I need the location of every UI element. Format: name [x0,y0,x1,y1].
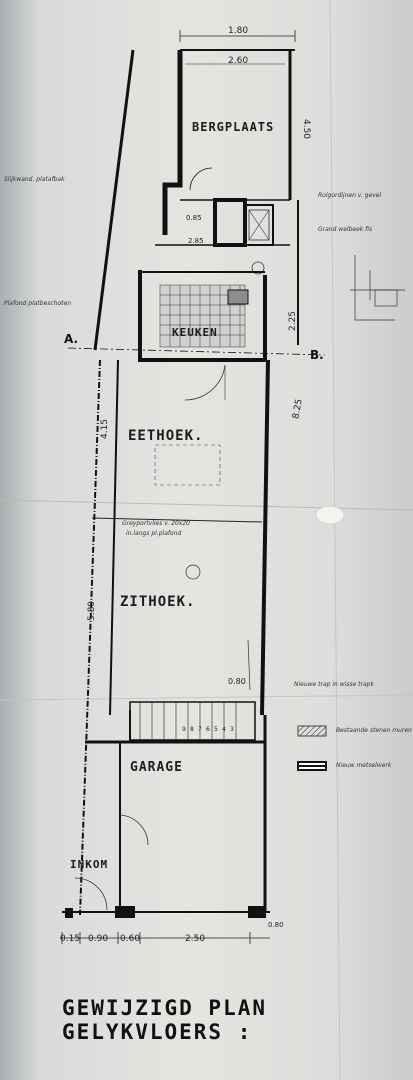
dimension-stair-width: 0.80 [228,677,246,686]
stair-step-number: 7 [198,726,202,733]
stair-step-number: 3 [230,726,234,733]
section-marker-b: B. [310,348,324,362]
room-label-eethoek: EETHOEK. [128,428,204,444]
note-right-1: Rolgordijnen v. gevel [318,192,382,199]
stair-step-number: 6 [206,726,210,733]
dimension-small-a: 0.85 [186,214,202,222]
note-stair-1: Nieuwe trap in wisse trapk [294,681,374,688]
room-label-zithoek: ZITHOEK. [120,594,196,610]
dimension-top-width: 1.80 [228,26,249,36]
note-zit-2: in.langs pl.plafond [126,530,182,537]
section-marker-a: A. [64,332,79,346]
stair-step-number: 8 [190,726,194,733]
note-left-1: Slijkwand. platafbak [4,176,65,183]
stair-step-number: 4 [222,726,226,733]
dimension-bottom-c: 0.60 [120,934,141,944]
plan-title-line-1: GEWIJZIGD PLAN [62,996,268,1020]
note-zit-1: Greyportvlies v. 20x20 [122,520,190,527]
plan-title-line-2: GELYKVLOERS : [62,1020,253,1044]
dimension-bottom-a: 0.15 [60,934,81,944]
stair-step-number: 9 [182,726,186,733]
dimension-berg-width: 2.60 [228,56,249,66]
dimension-side-depth: 4.15 [100,418,111,440]
room-label-bergplaats: BERGPLAATS [192,120,275,134]
dimension-small-b: 2.85 [188,237,204,245]
dimension-bottom-d: 2.50 [185,934,206,944]
room-label-inkom: INKOM [70,858,109,871]
room-label-keuken: KEUKEN [172,326,218,339]
dimension-zit-depth: 5.80 [87,600,98,622]
dimension-keuken-depth: 2.25 [288,310,299,332]
dimension-berg-depth: 4.50 [301,118,312,140]
legend-new-masonry: Nieuw metselwerk [336,762,392,769]
room-label-garage: GARAGE [130,760,183,775]
note-right-2: Grand welbeek fis [318,226,373,233]
dimension-bottom-b: 0.90 [88,934,109,944]
note-left-2: Plafond platbeschoten [4,300,72,307]
legend-existing-walls: Bestaande stenen muren [336,727,412,734]
dimension-bottom-e: 0.80 [268,921,284,929]
stair-step-number: 5 [214,726,218,733]
